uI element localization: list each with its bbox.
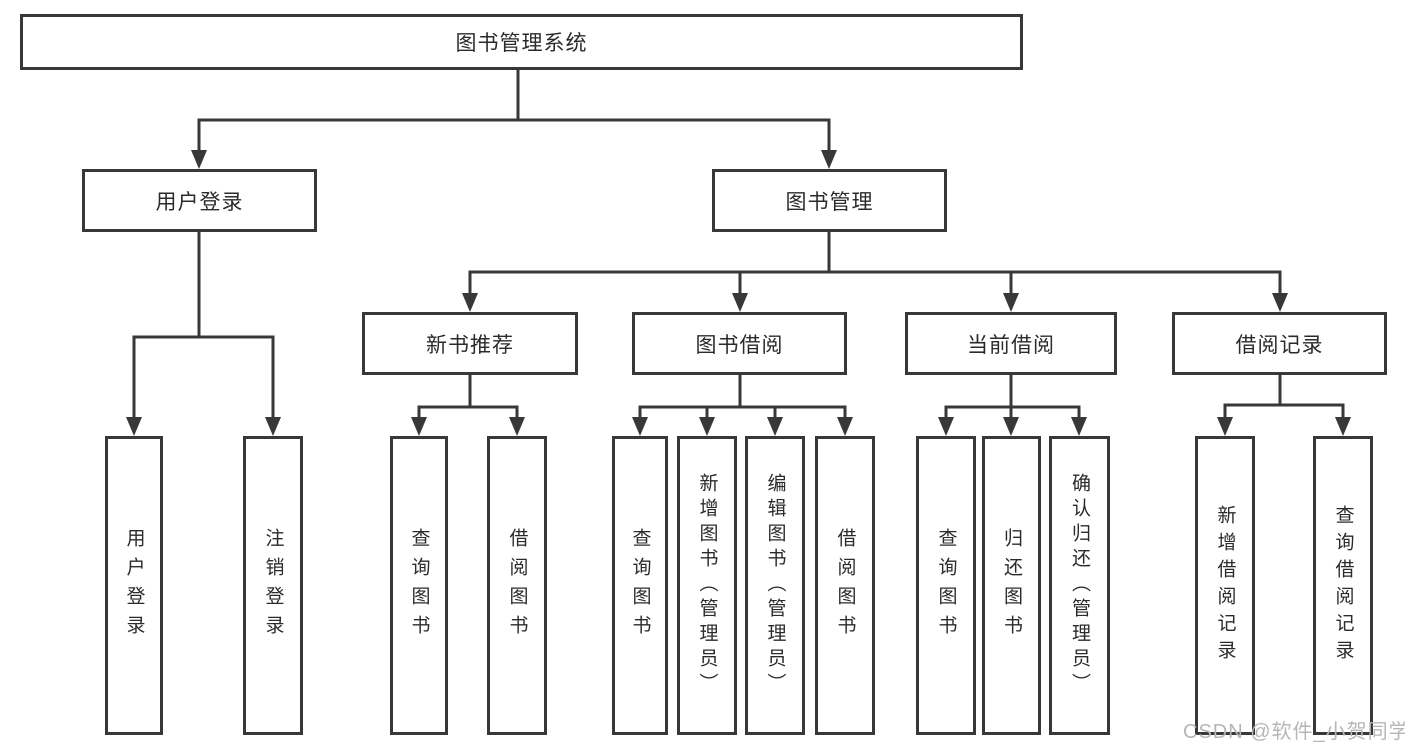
arrowheads-new-book-branch [411, 417, 525, 436]
node-current-borrowing: 当前借阅 [905, 312, 1117, 375]
arrowheads-user-login-branch [126, 417, 281, 436]
leaf-confirm-return-admin: 确认归还（管理员） [1049, 436, 1110, 735]
arrowheads-book-management-branch [462, 293, 1288, 312]
leaf-logout: 注销登录 [243, 436, 303, 735]
leaf-query-books-recommend: 查询图书 [390, 436, 448, 735]
connector-new-book-branch [417, 375, 519, 418]
node-book-management-system: 图书管理系统 [20, 14, 1023, 70]
leaf-query-books-current: 查询图书 [916, 436, 976, 735]
leaf-borrow-books-recommend: 借阅图书 [487, 436, 547, 735]
connector-user-login-branch [132, 232, 275, 418]
node-new-book-recommendation: 新书推荐 [362, 312, 578, 375]
connector-current-borrow-branch [944, 375, 1081, 418]
leaf-user-login: 用户登录 [105, 436, 163, 735]
node-user-login: 用户登录 [82, 169, 317, 232]
leaf-add-borrow-record: 新增借阅记录 [1195, 436, 1255, 735]
arrowheads-book-borrow-branch [632, 417, 853, 436]
watermark: CSDN @软件_小贺同学 [1183, 721, 1405, 743]
leaf-query-borrow-record: 查询借阅记录 [1313, 436, 1373, 735]
arrowheads-root-branch [191, 150, 837, 169]
connector-root-branch [197, 70, 831, 151]
arrowheads-borrow-record-branch [1217, 417, 1351, 436]
arrowheads-current-borrow-branch [938, 417, 1087, 436]
connector-book-management-branch [468, 232, 1282, 294]
leaf-edit-book-admin: 编辑图书（管理员） [745, 436, 805, 735]
leaf-borrow-books: 借阅图书 [815, 436, 875, 735]
leaf-add-book-admin: 新增图书（管理员） [677, 436, 737, 735]
node-book-borrowing: 图书借阅 [632, 312, 847, 375]
leaf-return-books: 归还图书 [982, 436, 1041, 735]
node-borrowing-records: 借阅记录 [1172, 312, 1387, 375]
leaf-query-books-borrow: 查询图书 [612, 436, 668, 735]
node-book-management: 图书管理 [712, 169, 947, 232]
connector-book-borrow-branch [638, 375, 847, 418]
connector-borrow-record-branch [1223, 375, 1345, 418]
